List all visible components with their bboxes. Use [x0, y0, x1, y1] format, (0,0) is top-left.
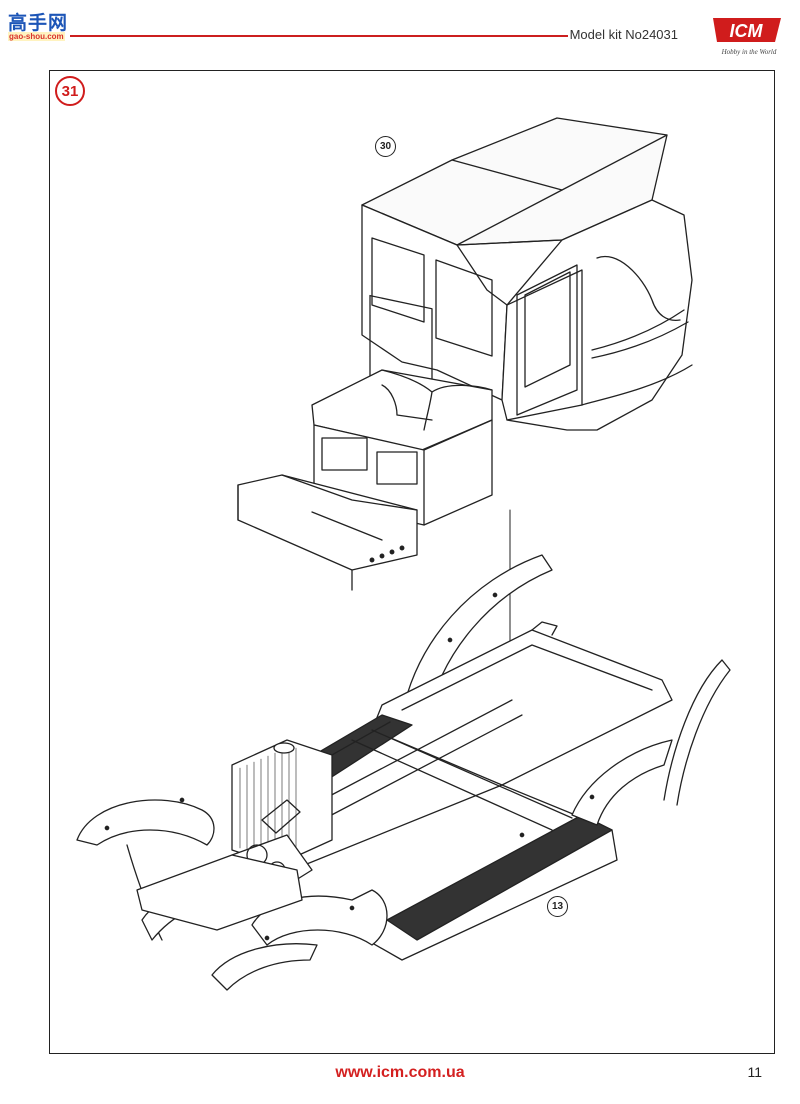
page-number: 11 — [747, 1064, 762, 1080]
carriage-body — [237, 117, 693, 591]
part-label-30: 30 — [375, 136, 396, 157]
step-number-badge: 31 — [55, 76, 85, 106]
part-label-13: 13 — [547, 896, 568, 917]
chassis — [76, 554, 731, 991]
header-red-rule — [70, 35, 568, 37]
watermark-chinese-text: 高手网 — [8, 12, 69, 34]
watermark-url: gao-shou.com — [8, 32, 65, 41]
icm-logo: ICM Hobby in the World — [713, 18, 781, 56]
logo-tagline: Hobby in the World — [721, 48, 777, 56]
watermark: 高手网 gao-shou.com — [8, 8, 72, 44]
footer-url[interactable]: www.icm.com.ua — [335, 1064, 465, 1081]
instruction-frame — [49, 70, 775, 1054]
assembly-drawing — [76, 117, 731, 991]
logo-brand-text: ICM — [730, 21, 764, 41]
kit-title: Model kit No24031 — [569, 27, 678, 42]
